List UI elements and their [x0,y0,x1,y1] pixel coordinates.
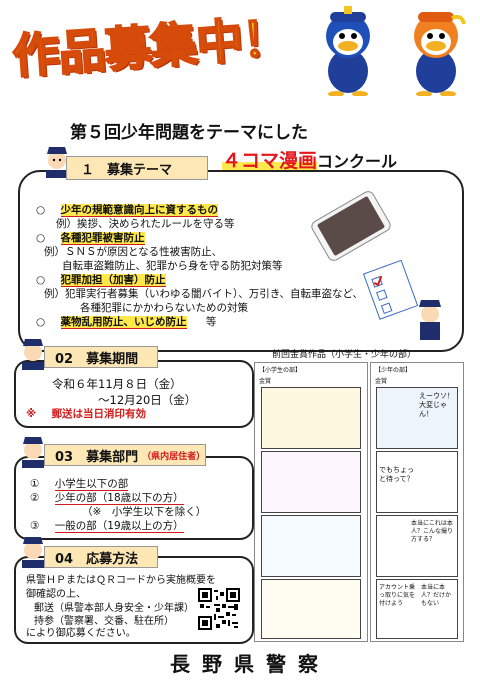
police-officer-icon [22,437,44,468]
police-officer-icon [22,537,44,568]
comic-panel [261,579,361,639]
period-start: 令和６年11月８日（金） [52,377,182,391]
comic-panel: 本当にこれは本人？こんな撮り方する？ [376,515,458,577]
section3-label: 03 募集部門 [55,449,139,465]
prev-title: 前回金賞作品（小学生・少年の部） [272,350,417,360]
contest-title: ４コマ漫画コンクール [222,146,397,173]
bullet: ○ [36,316,46,328]
category-text: 少年の部（18歳以下の方） [54,492,184,505]
note-mark: ※ [26,408,37,420]
theme-example: 例）犯罪実行者募集（いわゆる闇バイト）、万引き、自転車盗など、 [44,288,363,300]
comic-panel [261,451,361,513]
speech-bubble: 本当に本人？だけかもない [421,584,452,607]
speech-bubble: アカウント乗っ取りに気を付けよう [379,584,416,607]
checklist-icon [362,259,441,340]
section1-label: １ 募集テーマ [81,162,173,178]
theme-head: 薬物乱用防止、いじめ防止 [60,316,187,329]
category-no: ③ [30,520,40,532]
period-note: ※ 郵送は当日消印有効 [26,406,146,421]
subtitle: 第５回少年問題をテーマにした [70,123,308,143]
bullet: ○ [36,274,46,286]
mascot-icon [326,6,370,96]
qr-code-icon[interactable] [198,588,240,630]
section2-label: 02 募集期間 [55,351,139,367]
theme-item-4: ○ 薬物乱用防止、いじめ防止 等 [36,316,216,329]
title-rest: コンクール [317,152,398,171]
section4-tag: 04 応募方法 [44,546,158,568]
application-line: 持参（警察署、交番、駐在所） [34,616,174,627]
theme-item-1: ○ 少年の規範意識向上に資するもの [36,204,219,217]
bullet: ○ [36,204,46,216]
comic-panel: アカウント乗っ取りに気を付けよう 本当に本人？だけかもない [376,579,458,639]
bullet: ○ [36,232,46,244]
application-line: 県警ＨＰまたはＱＲコードから実施概要を [26,575,216,586]
comic-panel: でもちょっと待って？ [376,451,458,513]
police-officer-icon [22,339,44,370]
theme-item-2: ○ 各種犯罪被害防止 [36,232,145,245]
comic-sub: 金賞 [375,378,388,385]
category-item: ③ 一般の部（19歳以上の方） [30,520,184,533]
category-text: 小学生以下の部 [54,478,129,491]
category-note: （※ 小学生以下を除く） [82,506,207,518]
application-line: 郵送（県警本部人身安全・少年課） [34,603,194,614]
theme-head: 犯罪加担（加害）防止 [60,274,166,287]
period-box [14,360,254,428]
comic-panel: えーウソ！大変じゃん！ [376,387,458,449]
category-item: ① 小学生以下の部 [30,478,129,491]
comic-sub: 金賞 [259,378,272,385]
speech-bubble: でもちょっと待って？ [379,466,414,483]
comic-youth: 【少年の部】 金賞 えーウソ！大変じゃん！ でもちょっと待って？ 本当にこれは本… [370,362,464,642]
category-text: 一般の部（19歳以上の方） [54,520,184,533]
theme-box [18,170,464,352]
banner-title: 作品募集中！ [10,10,291,86]
speech-bubble: 本当にこれは本人？こんな撮り方する？ [411,520,454,543]
smartphone-icon [311,191,391,261]
section3-tag: 03 募集部門 （県内居住者） [44,444,206,466]
theme-item-3: ○ 犯罪加担（加害）防止 [36,274,166,287]
theme-head: 各種犯罪被害防止 [60,232,145,245]
theme-head: 少年の規範意識向上に資するもの [60,204,219,217]
category-no: ② [30,492,40,504]
comic-elementary: 【小学生の部】 金賞 [254,362,368,642]
comic-panel [261,387,361,449]
application-line: 御確認の上、 [26,589,86,600]
police-officer-icon [46,147,68,178]
period-end: ～12月20日（金） [98,393,197,407]
section4-label: 04 応募方法 [55,551,139,567]
comic-panel [261,515,361,577]
section2-tag: 02 募集期間 [44,346,158,368]
theme-example: 例）挨拶、決められたルールを守る等 [56,218,235,230]
note-text: 郵送は当日消印有効 [51,408,147,420]
section3-sublabel: （県内居住者） [142,451,206,462]
category-item: ② 少年の部（18歳以下の方） [30,492,184,505]
comic-label: 【小学生の部】 [259,367,302,374]
issuer: 長野県警察 [170,652,330,676]
theme-tail: 等 [205,316,217,328]
comic-label: 【少年の部】 [375,367,412,374]
category-box [14,456,254,540]
title-highlight: ４コマ漫画 [222,150,318,172]
category-no: ① [30,478,40,490]
section1-tag: １ 募集テーマ [66,156,208,180]
application-line: により御応募ください。 [26,628,136,639]
theme-example: 各種犯罪にかかわらないための対策 [80,302,248,314]
theme-example: 例）ＳＮＳが原因となる性被害防止、 [44,246,223,258]
theme-example: 自転車盗難防止、犯罪から身を守る防犯対策等 [62,260,283,272]
speech-bubble: えーウソ！大変じゃん！ [419,392,454,418]
mascot-icon [414,12,466,96]
